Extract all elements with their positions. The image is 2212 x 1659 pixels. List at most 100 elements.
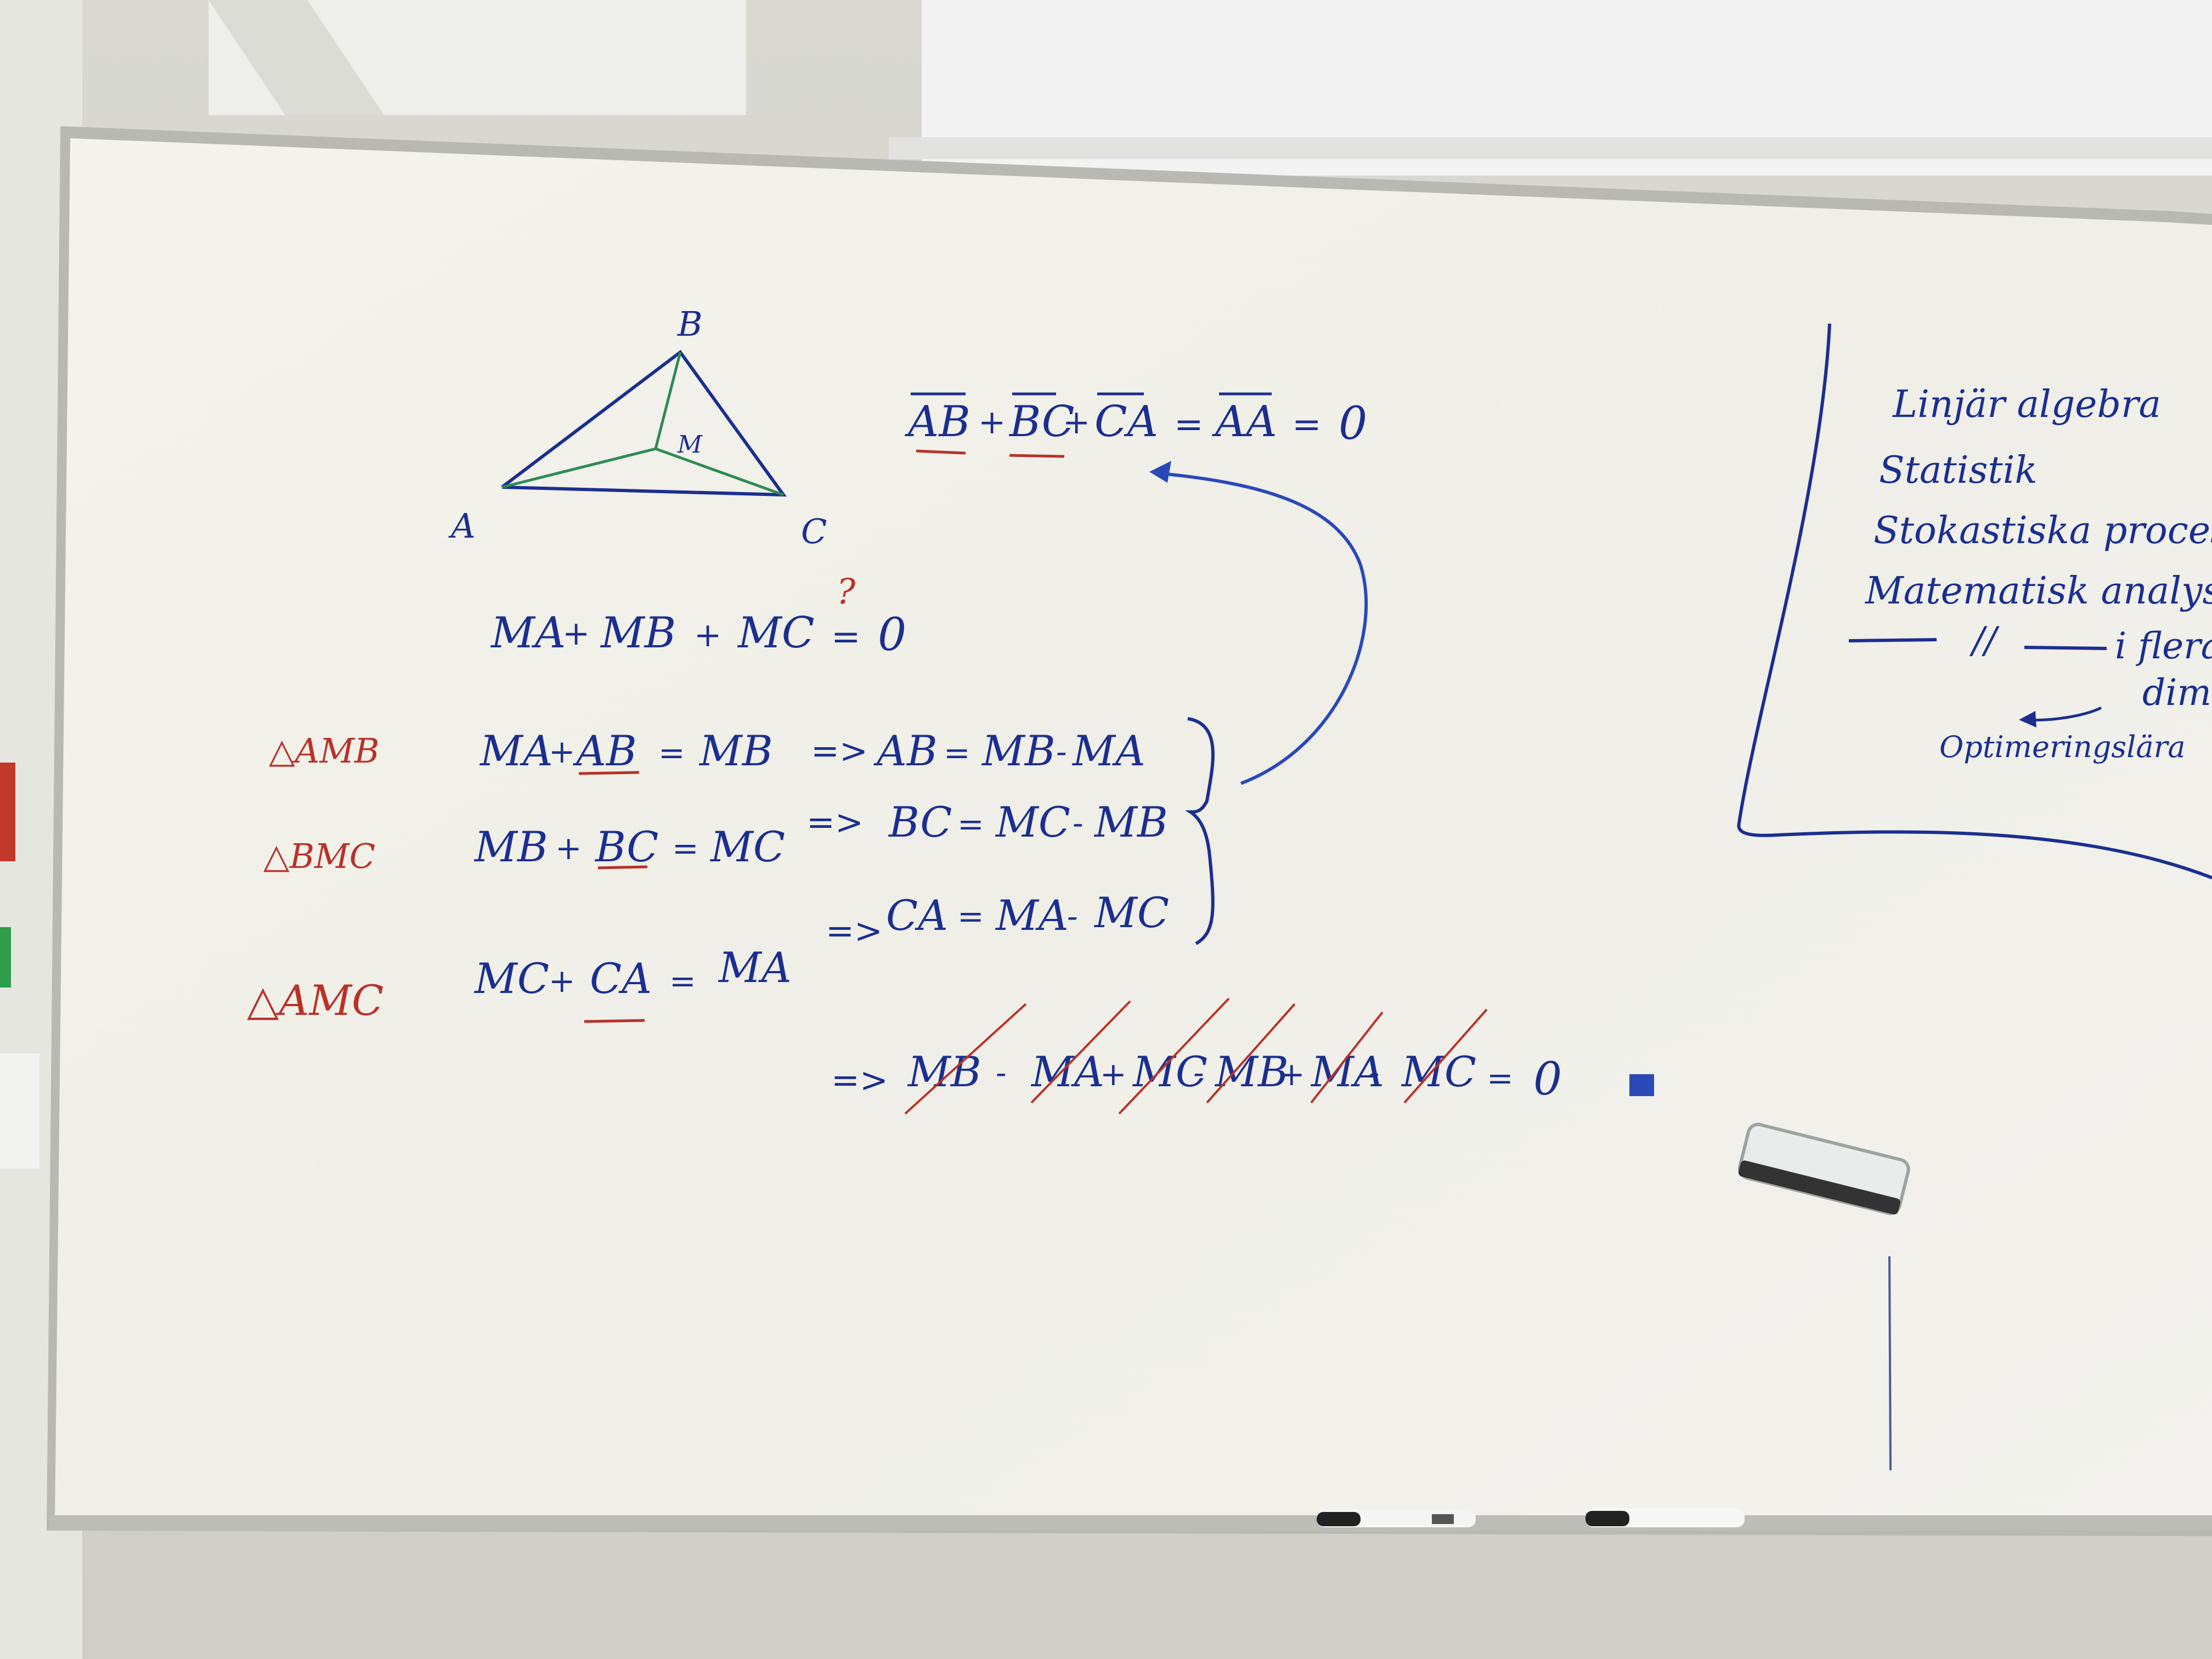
point-label-m: M (677, 431, 703, 459)
marker-black[interactable] (1317, 1510, 1476, 1527)
vector-term: MB (1093, 798, 1168, 847)
implies-arrow: => (806, 802, 864, 842)
beam-shadow (208, 0, 384, 115)
vector-term: CA (590, 954, 652, 1003)
minus-sign: - (1369, 1054, 1380, 1091)
vertex-label-a: A (448, 506, 476, 546)
list-item: i flera (2115, 625, 2212, 667)
vector-term: MB (698, 726, 773, 775)
vector-term: MC (1401, 1047, 1476, 1096)
wall-outlet (0, 1053, 40, 1169)
vector-term: MB (1214, 1047, 1289, 1096)
zero-vector: 0 (878, 609, 906, 661)
eraser[interactable] (1737, 1122, 1910, 1216)
strike-line (1118, 997, 1230, 1115)
switch-red (0, 763, 15, 861)
vector-term: MC (473, 954, 549, 1003)
switch-green (0, 927, 11, 988)
vector-term: MB (473, 822, 548, 871)
small-arrow-head (2019, 711, 2036, 727)
vector-term: BC (594, 822, 658, 871)
list-bracket (1737, 323, 2212, 879)
sum-line: => MB - MA + MC - MB + MA - MC = 0 (831, 997, 1654, 1115)
ditto-line (2024, 646, 2107, 650)
minus-sign: - (1193, 1054, 1204, 1091)
zero-vector: 0 (1339, 398, 1367, 450)
equals-sign: = (831, 617, 861, 657)
vector-mb: MB (600, 608, 676, 658)
equation-row: △AMB MA + AB = MB => AB = MB - MA (269, 726, 1146, 775)
plus-sign: + (1063, 403, 1090, 442)
implies-arrow: => (831, 1060, 888, 1100)
marker-white[interactable] (1585, 1509, 1745, 1527)
plus-sign: + (694, 616, 721, 654)
vector-term: AB (873, 726, 938, 775)
equation-row: △BMC MB + BC = MC => BC = MC - MB (263, 798, 1168, 876)
vector-ca: CA (1094, 397, 1158, 447)
triangle-diagram: B A C M (448, 304, 827, 551)
vector-term: AB (573, 726, 637, 775)
equals-sign: = (1487, 1059, 1514, 1097)
vector-term: MA (1071, 726, 1146, 775)
strike-line (904, 1003, 1027, 1115)
arrow-head (1149, 461, 1171, 483)
triangle-edges (501, 349, 787, 497)
plus-sign: + (978, 403, 1006, 442)
implies-arrow: => (811, 731, 868, 771)
vector-term: MA (718, 943, 792, 992)
equals-sign: = (944, 734, 970, 771)
triangle-label: △BMC (263, 836, 375, 876)
minus-sign: - (1067, 898, 1078, 935)
list-item: Linjär algebra (1892, 383, 2161, 426)
curved-arrow (1154, 471, 1368, 785)
implies-arrow: => (826, 911, 883, 951)
red-underline (916, 449, 966, 455)
list-item: dimen (2142, 672, 2212, 714)
list-item: Optimeringslära (1939, 730, 2186, 764)
equals-sign: = (669, 962, 696, 1000)
screen-roller (889, 137, 2212, 159)
strike-line (1030, 1000, 1131, 1104)
plus-sign: + (1278, 1056, 1305, 1093)
strike-line (1206, 1003, 1296, 1104)
equals-sign: = (658, 734, 685, 771)
curly-brace (1185, 717, 1215, 945)
list-item: Stokastiska processer (1874, 509, 2212, 552)
board-divider-line (1888, 1256, 1892, 1470)
triangle-label: △AMC (247, 976, 383, 1025)
plus-sign: + (549, 733, 575, 770)
minus-sign: - (1073, 804, 1084, 842)
plus-sign: + (555, 830, 582, 867)
ditto-line (1848, 638, 1937, 642)
minus-sign: - (996, 1054, 1007, 1091)
vector-term: MC (1093, 888, 1169, 937)
equals-sign: = (1292, 404, 1322, 445)
median-line-c (655, 447, 784, 496)
plus-sign: + (549, 962, 575, 1000)
question-equation: MA + MB + MC ? = 0 (490, 572, 906, 661)
question-mark: ? (837, 572, 856, 612)
board-surface (55, 138, 2212, 1520)
qed-square (1629, 1074, 1654, 1096)
vector-mc: MC (737, 608, 815, 658)
list-item: Statistik (1879, 449, 2038, 492)
topic-list: Linjär algebra Statistik Stokastiska pro… (1737, 323, 2212, 879)
plus-sign: + (1100, 1056, 1127, 1093)
marker-tray (49, 1515, 2212, 1531)
equation-row: △AMC MC + CA = MA => CA = MA - MC (247, 888, 1169, 1025)
ditto-mark: // (1969, 619, 2000, 662)
equals-sign: = (957, 805, 984, 843)
list-item: Matematisk analys (1864, 569, 2212, 613)
vector-term: BC (888, 798, 952, 847)
plus-sign: + (562, 614, 590, 653)
vector-bc: BC (1008, 397, 1074, 447)
red-underline (597, 865, 648, 870)
red-underline (578, 771, 640, 775)
strike-line (1403, 1008, 1488, 1104)
zero-vector: 0 (1533, 1053, 1562, 1105)
vector-ma: MA (490, 608, 566, 658)
triangle-label: △AMB (269, 731, 380, 771)
vector-term: MC (995, 798, 1070, 847)
vector-term: MC (709, 822, 785, 871)
